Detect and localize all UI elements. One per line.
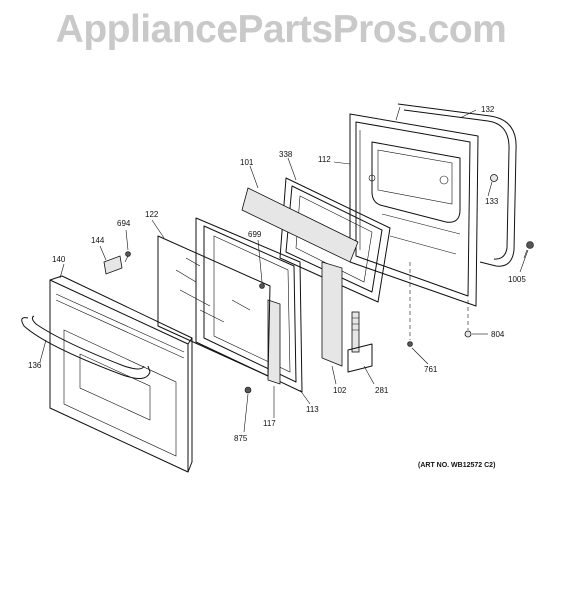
label-804: 804	[491, 330, 505, 339]
label-694: 694	[117, 219, 131, 228]
side-trim-117	[267, 299, 281, 385]
watermark-logo: AppliancePartsPros.com	[55, 8, 507, 51]
label-875: 875	[234, 434, 248, 443]
insulation-101	[241, 187, 359, 263]
label-699: 699	[248, 230, 262, 239]
inner-glass-113	[195, 217, 303, 393]
insulation-102	[321, 261, 343, 367]
screw-694	[124, 251, 131, 263]
label-102: 102	[333, 386, 347, 395]
art-number: (ART NO. WB12572 C2)	[418, 462, 496, 469]
label-113: 113	[306, 405, 319, 414]
label-761: 761	[424, 365, 438, 374]
screw-699	[259, 283, 265, 289]
screw-875	[244, 386, 252, 394]
screw-133	[490, 174, 498, 182]
label-112: 112	[318, 155, 331, 164]
label-133: 133	[485, 197, 499, 206]
label-144: 144	[91, 236, 105, 245]
label-122: 122	[145, 210, 159, 219]
hinge-281	[347, 311, 373, 373]
label-132: 132	[481, 105, 495, 114]
screw-761	[407, 341, 413, 347]
vent-deflector-144	[103, 255, 123, 275]
door-gasket-132	[395, 103, 517, 267]
label-136: 136	[28, 361, 42, 370]
door-inner-liner-112	[349, 113, 479, 340]
leader-lines	[39, 109, 529, 433]
label-281: 281	[375, 386, 389, 395]
door-handle-136	[21, 315, 151, 379]
screw-804	[464, 330, 472, 338]
label-338: 338	[279, 150, 293, 159]
label-140: 140	[52, 255, 66, 264]
screw-1005	[523, 241, 534, 259]
label-101: 101	[240, 158, 254, 167]
outer-door-panel-140	[49, 275, 193, 473]
label-1005: 1005	[508, 275, 526, 284]
outer-glass-122	[157, 235, 271, 377]
label-117: 117	[263, 419, 276, 428]
